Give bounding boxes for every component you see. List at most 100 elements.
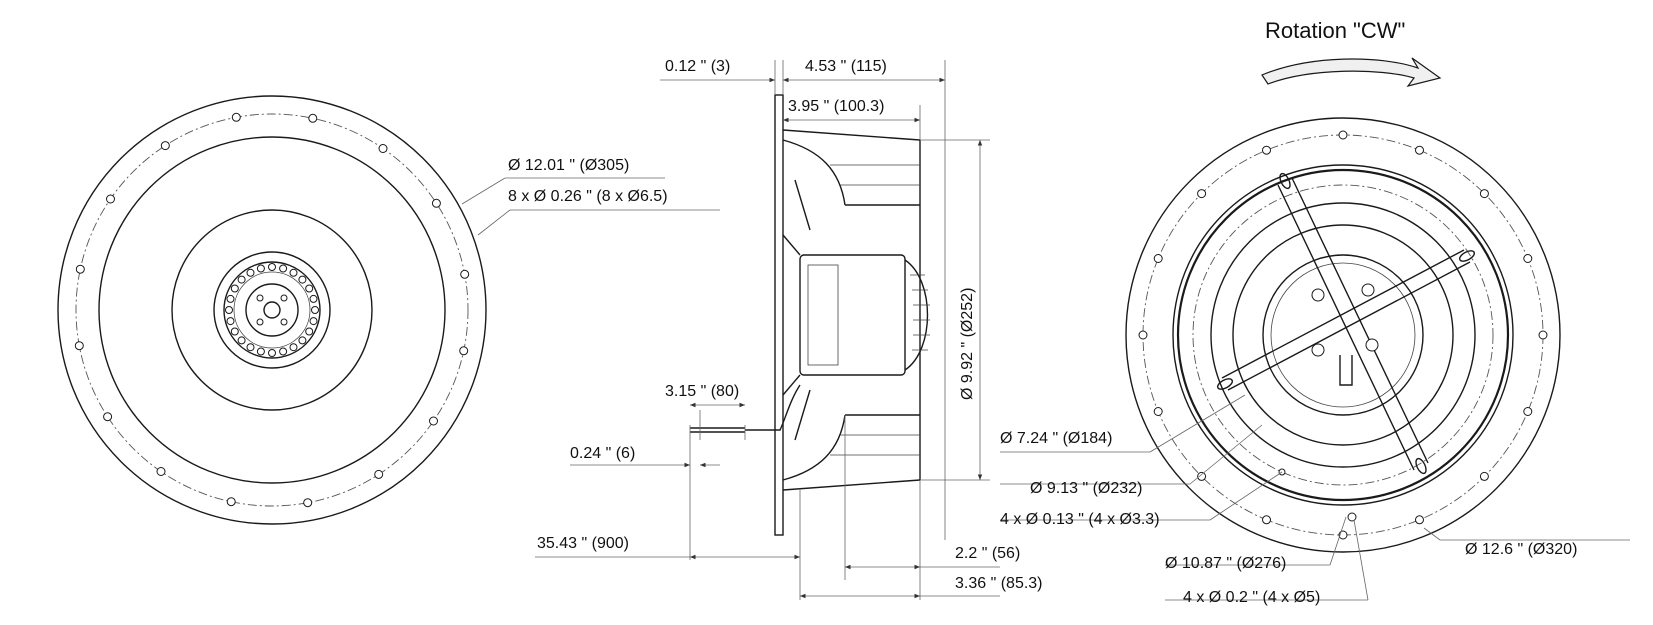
blade-bottom-1 [782, 414, 846, 481]
rear-bolt-hole [1415, 145, 1424, 155]
motor-rotor-dome [904, 259, 929, 371]
flange-plate [774, 94, 784, 536]
rear-bolt-hole [1338, 130, 1348, 140]
dim-dia-320: Ø 12.6 " (Ø320) [1465, 541, 1577, 558]
rotor-vent-hole [298, 336, 307, 345]
mount-bolt-circle [1192, 184, 1494, 486]
rotor-ring [223, 261, 321, 359]
hub-screw-holes [256, 294, 288, 326]
rotor-vent-hole [256, 347, 265, 356]
hub-screw-hole [256, 294, 264, 302]
flange-bolt-holes [74, 112, 470, 508]
dim-impeller-depth: 3.95 " (100.3) [788, 98, 884, 115]
bolt-hole [460, 269, 470, 279]
rear-bolt-hole [1197, 471, 1207, 481]
bolt-hole [374, 469, 384, 479]
cable-outlet [1339, 355, 1353, 386]
bolt-hole [429, 416, 438, 426]
rotor-vent-hole [230, 284, 239, 293]
rotor-vent-hole [246, 343, 255, 352]
rear-bolt-hole [1479, 189, 1489, 199]
rotor-vent-hole [279, 347, 288, 356]
rotor-vent-hole [246, 268, 255, 277]
hub-link-top [782, 234, 801, 256]
rear-view-leaders [1000, 394, 1630, 601]
bolt-hole [75, 264, 85, 274]
dim-dia-232: Ø 9.13 " (Ø232) [1030, 480, 1142, 497]
rotor-vent-hole [226, 317, 235, 326]
impeller-shroud-lines [782, 129, 921, 491]
rotor-vent-hole [298, 275, 307, 284]
bolt-hole [308, 113, 318, 123]
rotor-vent-hole [309, 317, 318, 326]
rear-bolt-hole [1138, 330, 1148, 340]
rear-bolt-hole [1523, 254, 1533, 263]
dim-depth-56: 2.2 " (56) [955, 545, 1020, 562]
bolt-hole [160, 141, 170, 151]
side-view [690, 94, 930, 536]
rotor-vent-hole [305, 284, 314, 293]
rear-bolt-holes [1138, 130, 1548, 540]
bolt-hole [378, 144, 388, 153]
rear-view [1125, 117, 1561, 553]
rotor-vent-hole [237, 336, 246, 345]
front-view-leaders [461, 177, 720, 236]
bolt-hole [303, 498, 313, 508]
rotor-vent-hole [268, 263, 276, 271]
dim-overall-depth: 4.53 " (115) [805, 58, 887, 75]
rotor-fins [910, 274, 930, 351]
dim-cable-80: 3.15 " (80) [665, 383, 739, 400]
side-view-dimensions [535, 60, 1000, 600]
rotor-vent-hole [237, 275, 246, 284]
rear-bolt-hole [1153, 254, 1163, 263]
rotor-vent-holes [225, 263, 319, 357]
dim-dia-305: Ø 12.01 " (Ø305) [508, 157, 629, 174]
rotor-vent-hole [311, 306, 319, 314]
dim-holes-4b: 4 x Ø 0.2 " (4 x Ø5) [1183, 589, 1320, 606]
dim-holes-8: 8 x Ø 0.26 " (8 x Ø6.5) [508, 188, 668, 205]
rotor-vent-hole [289, 268, 298, 277]
rotor-inner [233, 271, 311, 349]
motor-hole-3 [1311, 343, 1325, 357]
rotor-vent-hole [256, 264, 265, 273]
hub-link-bottom [782, 374, 801, 396]
rotation-arrow-icon [1261, 57, 1442, 87]
bolt-hole [431, 198, 441, 208]
bolt-hole [459, 346, 469, 356]
motor-hole-1 [1311, 288, 1325, 302]
hub-screw-hole [256, 318, 264, 326]
rotor-vent-hole [289, 343, 298, 352]
dim-depth-853: 3.36 " (85.3) [955, 575, 1043, 592]
motor-hole-4 [1365, 338, 1379, 352]
flange-hole-marked [1347, 512, 1357, 522]
dim-holes-4a: 4 x Ø 0.13 " (4 x Ø3.3) [1000, 511, 1160, 528]
motor-body [799, 254, 906, 376]
impeller-ring-2 [1232, 224, 1454, 446]
impeller-cone [171, 209, 373, 411]
bolt-hole [226, 497, 236, 507]
inlet-ring [98, 136, 446, 484]
impeller-ring-1 [1210, 202, 1476, 468]
bolt-hole [156, 467, 166, 476]
blade-edges [830, 164, 920, 456]
dim-dia-252: Ø 9.92 " (Ø252) [959, 288, 976, 400]
bolt-hole [106, 194, 115, 204]
rear-flange-outer [1125, 117, 1561, 553]
rear-bolt-hole [1153, 407, 1163, 416]
inlet-cone [794, 179, 811, 441]
mounting-struts [1216, 172, 1476, 475]
rotation-title: Rotation "CW" [1265, 18, 1405, 43]
hub-ring [213, 251, 331, 369]
bolt-hole [74, 341, 84, 351]
blade-top-1 [782, 139, 846, 206]
rear-bolt-hole [1262, 145, 1271, 155]
shaft [263, 301, 281, 319]
motor-housing [1262, 254, 1424, 416]
rear-bolt-hole [1479, 471, 1489, 481]
motor-hole-2 [1361, 283, 1375, 297]
motor-stator [807, 264, 839, 366]
dim-dia-276: Ø 10.87 " (Ø276) [1165, 555, 1286, 572]
rotor-vent-hole [305, 327, 314, 336]
dim-dia-184: Ø 7.24 " (Ø184) [1000, 430, 1112, 447]
bolt-hole [231, 112, 241, 122]
